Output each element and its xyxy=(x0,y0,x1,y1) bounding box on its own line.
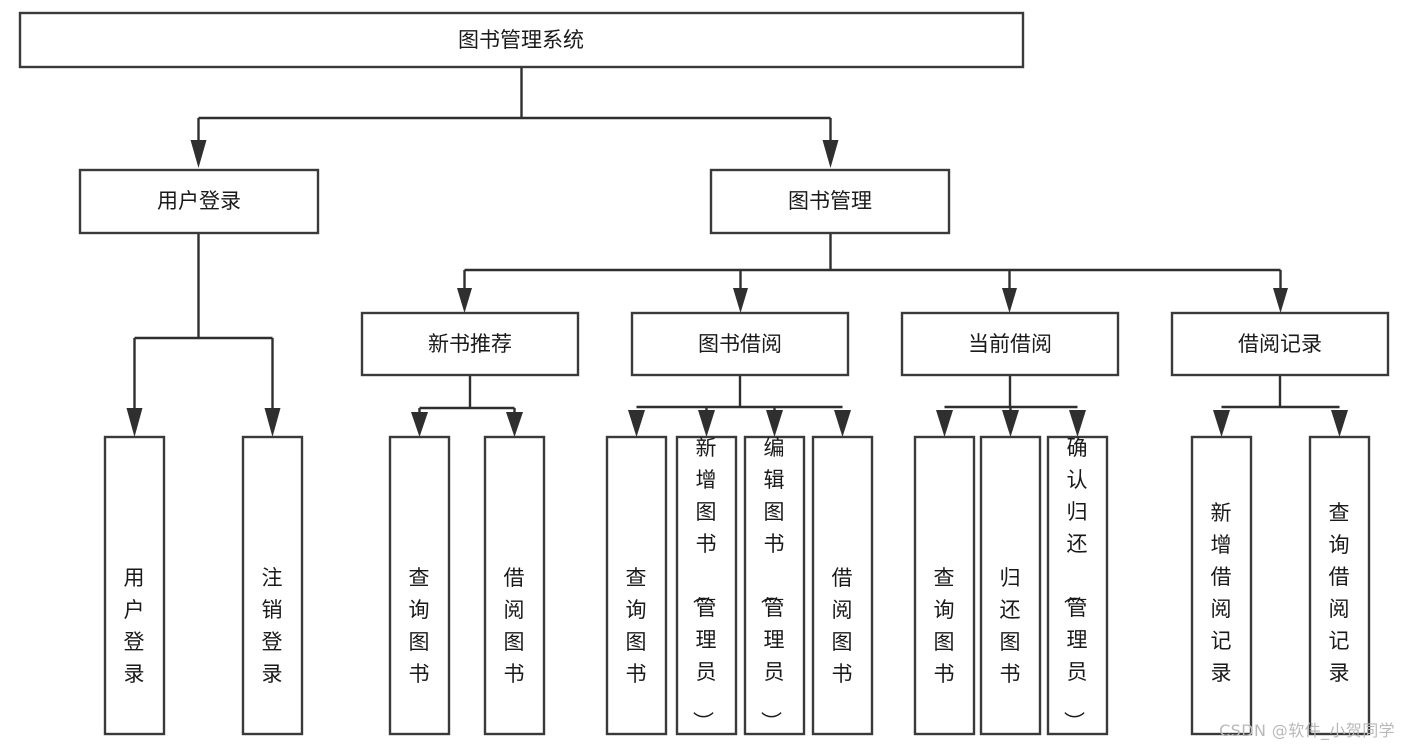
node-label: 新增借阅记录 xyxy=(1211,501,1232,685)
node-label: 编辑图书（管理员） xyxy=(759,436,785,732)
node-box[interactable] xyxy=(743,435,806,736)
node-leaf-logout[interactable]: 注销登录 xyxy=(241,435,304,736)
node-leaf-confirm-return-admin[interactable]: 确认归还（管理员） xyxy=(1046,435,1109,736)
node-label: 借阅记录 xyxy=(1238,332,1322,356)
node-label: 新增图书（管理员） xyxy=(691,436,717,732)
node-label: 用户登录 xyxy=(124,566,145,686)
node-new-book-recommendation[interactable]: 新书推荐 xyxy=(360,311,580,377)
node-borrow-records[interactable]: 借阅记录 xyxy=(1170,311,1390,377)
node-leaf-add-borrow-record[interactable]: 新增借阅记录 xyxy=(1190,435,1253,736)
arrow-head-icon xyxy=(733,288,748,313)
arrow-head-icon xyxy=(506,412,523,437)
node-leaf-borrow-book-new[interactable]: 借阅图书 xyxy=(483,435,546,736)
node-box[interactable] xyxy=(483,435,546,736)
arrow-head-icon xyxy=(264,408,281,437)
connector-layer xyxy=(126,67,1348,437)
node-leaf-add-book-admin[interactable]: 新增图书（管理员） xyxy=(675,435,738,736)
node-box[interactable] xyxy=(1046,435,1109,736)
arrow-head-icon xyxy=(1273,288,1288,313)
arrow-head-icon xyxy=(1069,410,1086,437)
node-label: 查询借阅记录 xyxy=(1329,501,1350,685)
node-box[interactable] xyxy=(1190,435,1253,736)
node-box[interactable] xyxy=(18,11,1025,69)
node-box[interactable] xyxy=(78,168,320,235)
arrow-head-icon xyxy=(190,140,207,168)
node-leaf-query-book-new[interactable]: 查询图书 xyxy=(388,435,451,736)
node-box[interactable] xyxy=(360,311,580,377)
arrow-head-icon xyxy=(1002,288,1017,313)
node-label: 当前借阅 xyxy=(968,332,1052,356)
node-leaf-user-login[interactable]: 用户登录 xyxy=(103,435,166,736)
arrow-head-icon xyxy=(936,410,953,437)
node-label: 注销登录 xyxy=(262,566,283,686)
node-box[interactable] xyxy=(979,435,1042,736)
node-box[interactable] xyxy=(675,435,738,736)
node-box[interactable] xyxy=(605,435,668,736)
node-box[interactable] xyxy=(900,311,1120,377)
node-box[interactable] xyxy=(1170,311,1390,377)
arrow-head-icon xyxy=(698,410,715,437)
node-label: 借阅图书 xyxy=(832,566,853,686)
node-leaf-borrow-book[interactable]: 借阅图书 xyxy=(811,435,874,736)
node-label: 查询图书 xyxy=(626,566,647,686)
node-book-management[interactable]: 图书管理 xyxy=(709,168,951,235)
arrow-head-icon xyxy=(834,410,851,437)
arrow-head-icon xyxy=(628,410,645,437)
node-label: 图书管理 xyxy=(788,189,872,213)
node-leaf-query-book-current[interactable]: 查询图书 xyxy=(913,435,976,736)
arrow-head-icon xyxy=(1213,410,1230,437)
node-label: 图书管理系统 xyxy=(458,28,584,52)
arrow-head-icon xyxy=(1331,410,1348,437)
arrow-head-icon xyxy=(766,410,783,437)
node-user-login[interactable]: 用户登录 xyxy=(78,168,320,235)
arrow-head-icon xyxy=(1002,410,1019,437)
node-label: 用户登录 xyxy=(157,189,241,213)
node-label: 查询图书 xyxy=(409,566,430,686)
node-label: 借阅图书 xyxy=(504,566,525,686)
node-leaf-edit-book-admin[interactable]: 编辑图书（管理员） xyxy=(743,435,806,736)
node-box[interactable] xyxy=(811,435,874,736)
node-label: 查询图书 xyxy=(934,566,955,686)
arrow-head-icon xyxy=(457,288,472,313)
node-leaf-query-borrow-record[interactable]: 查询借阅记录 xyxy=(1308,435,1371,736)
node-box[interactable] xyxy=(709,168,951,235)
node-leaf-query-book-borrow[interactable]: 查询图书 xyxy=(605,435,668,736)
node-box[interactable] xyxy=(913,435,976,736)
arrow-head-icon xyxy=(822,140,839,168)
arrow-head-icon xyxy=(126,408,143,437)
node-current-borrowing[interactable]: 当前借阅 xyxy=(900,311,1120,377)
node-label: 新书推荐 xyxy=(428,332,512,356)
node-box[interactable] xyxy=(1308,435,1371,736)
node-label: 图书借阅 xyxy=(698,332,782,356)
node-box[interactable] xyxy=(241,435,304,736)
node-box[interactable] xyxy=(103,435,166,736)
node-leaf-return-book[interactable]: 归还图书 xyxy=(979,435,1042,736)
node-box[interactable] xyxy=(388,435,451,736)
node-book-borrowing[interactable]: 图书借阅 xyxy=(630,311,850,377)
node-root[interactable]: 图书管理系统 xyxy=(18,11,1025,69)
node-label: 归还图书 xyxy=(1000,566,1021,686)
arrow-head-icon xyxy=(411,412,428,437)
node-box[interactable] xyxy=(630,311,850,377)
node-label: 确认归还（管理员） xyxy=(1062,436,1088,732)
